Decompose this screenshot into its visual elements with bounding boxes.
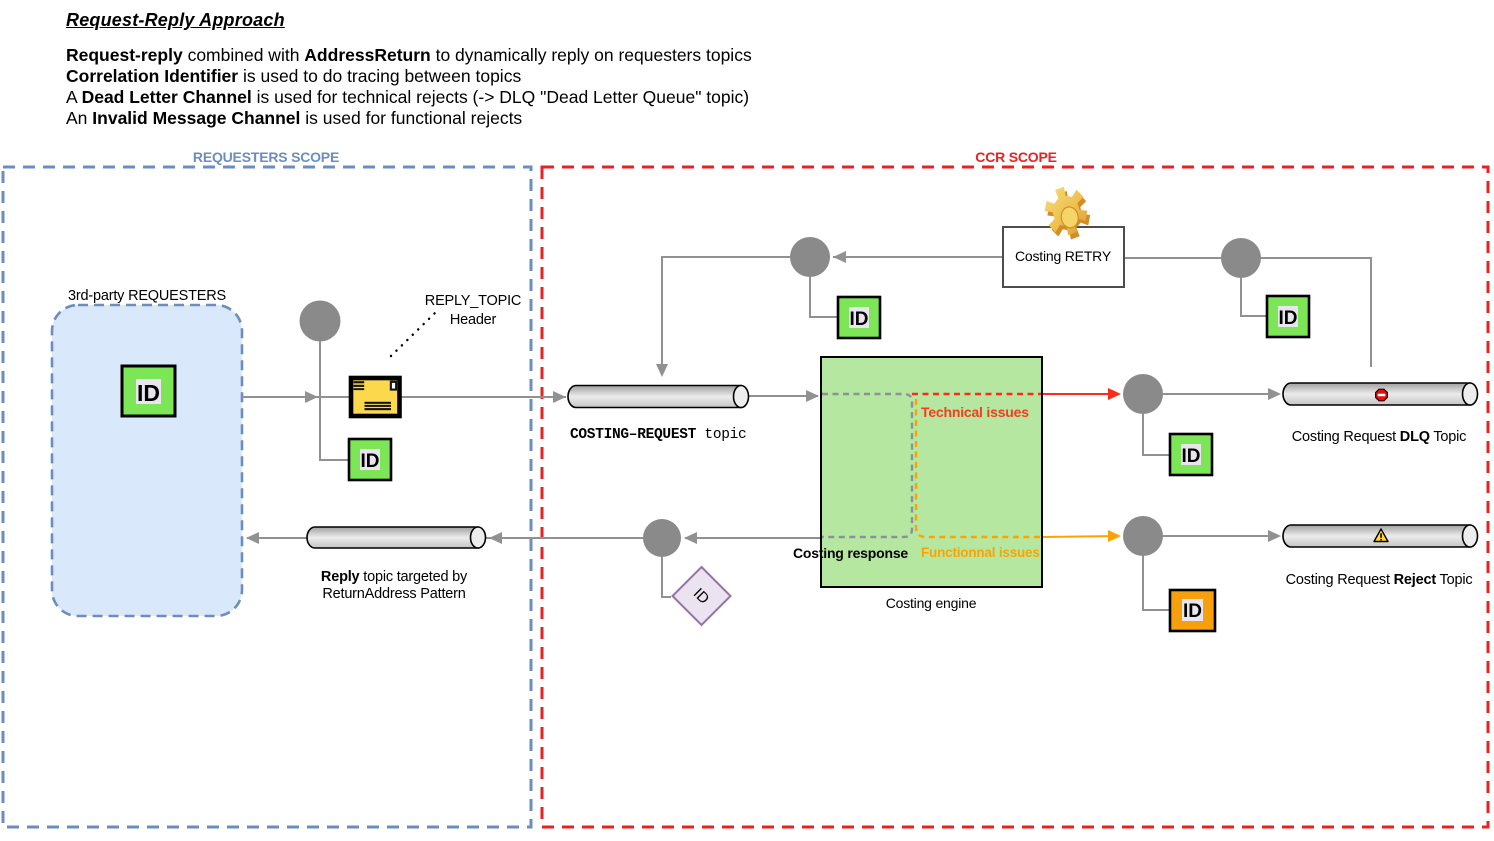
- svg-text:ID: ID: [137, 380, 160, 406]
- svg-text:ID: ID: [1183, 601, 1202, 622]
